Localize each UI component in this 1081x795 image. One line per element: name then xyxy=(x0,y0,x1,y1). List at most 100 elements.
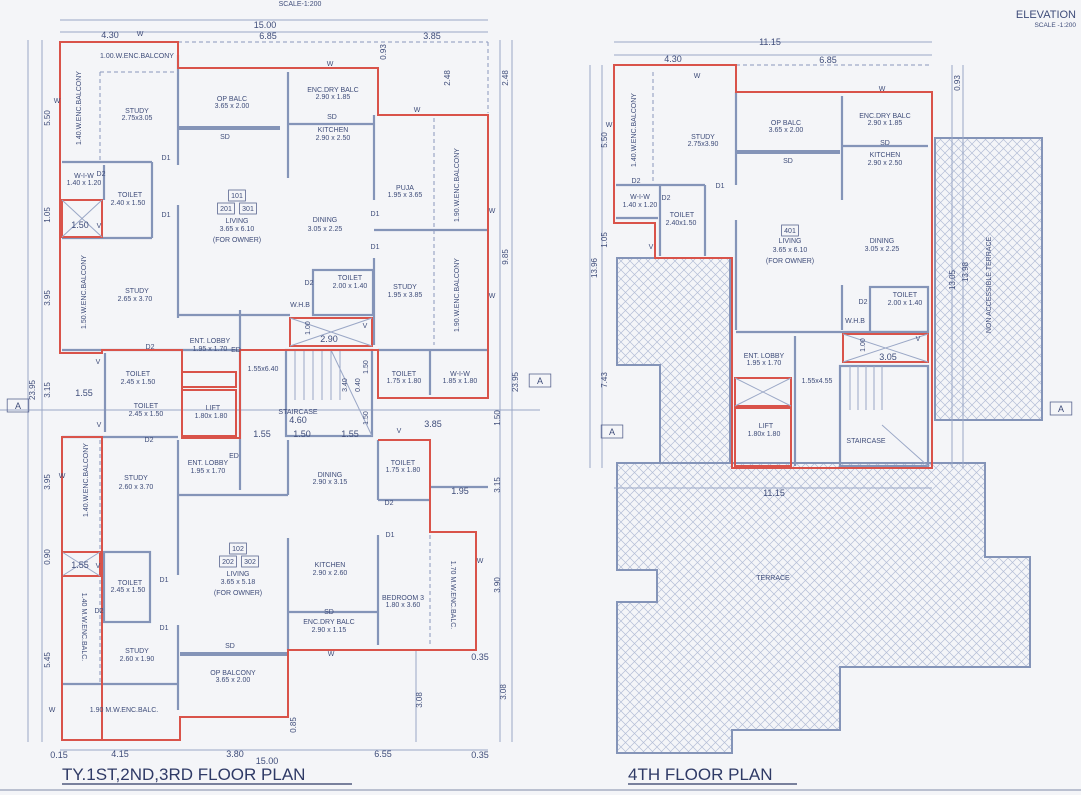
plan-label: 2.40x1.50 xyxy=(666,220,697,227)
plan-label: 2.90 xyxy=(320,334,338,344)
walls xyxy=(616,72,930,468)
plan-label: W xyxy=(328,651,335,658)
plan-label: LIFT xyxy=(759,423,774,430)
unit-number-tag: A xyxy=(15,401,21,411)
plan-label: 4.15 xyxy=(111,749,129,759)
plan-label: 1.90.W.ENC.BALCONY xyxy=(454,258,461,332)
plan-label: 1.40 M.W.ENC.BALC. xyxy=(80,593,87,662)
plan-label: SD xyxy=(783,158,793,165)
tag-box xyxy=(228,189,246,202)
plan-label: DINING xyxy=(870,238,895,245)
plan-label: DINING xyxy=(318,472,343,479)
plan-label: 1.50 xyxy=(363,411,370,425)
plan-label: 2.45 x 1.50 xyxy=(111,587,146,594)
plan-label: 1.40 x 1.20 xyxy=(623,202,658,209)
plan-label: 1.95 x 3.65 xyxy=(388,192,423,199)
plan-label: 2.75x3.05 xyxy=(122,115,153,122)
plan-label: 13.98 xyxy=(961,261,970,282)
plan-label: 1.50 xyxy=(493,410,502,426)
tag-box xyxy=(1049,401,1073,416)
tag-box xyxy=(781,224,799,237)
plan-label: SD xyxy=(324,609,334,616)
plan-label: DINING xyxy=(313,217,338,224)
plan-label: 3.90 xyxy=(493,577,502,593)
plan-label: TOILET xyxy=(893,292,918,299)
plan-label: D1 xyxy=(162,155,171,162)
plan-label: D2 xyxy=(145,437,154,444)
plan-label: 1.95 x 1.70 xyxy=(191,468,226,475)
plan-label: V xyxy=(97,223,102,230)
plan-label: D2 xyxy=(95,608,104,615)
plan-label: W xyxy=(477,558,484,565)
plan-label: KITCHEN xyxy=(318,127,349,134)
plan-label: 1.80x 1.80 xyxy=(195,413,228,420)
plan-label: STUDY xyxy=(393,284,417,291)
plan-label: 6.85 xyxy=(819,55,837,65)
plan-label: V xyxy=(397,428,402,435)
plan-label: 3.40 xyxy=(342,378,349,392)
unit-number-tag: A xyxy=(537,376,543,386)
plan-label: 1.70 M.W.ENC.BALC. xyxy=(449,561,456,630)
plan-label: 3.95 xyxy=(43,474,52,490)
plan-label: 13.96 xyxy=(590,257,599,278)
plan-label: (FOR OWNER) xyxy=(766,258,814,265)
elevation-scale: SCALE -1:200 xyxy=(1034,22,1076,29)
plan-label: 3.65 x 2.00 xyxy=(216,677,251,684)
plan-label: D2 xyxy=(385,500,394,507)
plan-label: TOILET xyxy=(391,460,416,467)
plan-label: 1.55 xyxy=(71,560,89,570)
plan-label: 2.60 x 3.70 xyxy=(119,484,154,491)
plan-label: 1.55 xyxy=(341,429,359,439)
plan-label: ENC.DRY BALC xyxy=(307,87,358,94)
plan-label: STUDY xyxy=(125,288,149,295)
plan-label: 15.00 xyxy=(256,756,279,766)
plan-label: 3.65 x 6.10 xyxy=(773,247,808,254)
plan-label: 11.15 xyxy=(763,488,785,498)
plan-label: ENC.DRY BALC xyxy=(859,113,910,120)
plan-label: 3.05 x 2.25 xyxy=(308,226,343,233)
plan-label: 3.08 xyxy=(415,692,424,708)
plan-label: LIVING xyxy=(227,571,250,578)
dimension-lines xyxy=(0,19,540,751)
plan-label: 1.95 x 1.70 xyxy=(747,360,782,367)
plan-label: 1.95 xyxy=(451,486,469,496)
plan-label: D1 xyxy=(371,211,380,218)
plan-label: 1.40.W.ENC.BALCONY xyxy=(76,71,83,145)
plan-label: STUDY xyxy=(125,648,149,655)
plan-label: 2.90 x 1.85 xyxy=(868,120,903,127)
plan-label: 1.40 x 1.20 xyxy=(67,180,102,187)
plan-label: 2.00 x 1.40 xyxy=(333,283,368,290)
terrace-hatch xyxy=(616,462,1031,754)
plan-label: W xyxy=(489,293,496,300)
plan-label: ENT. LOBBY xyxy=(744,353,785,360)
plan-label: 1.80 x 3.60 xyxy=(386,602,421,609)
plan-label: ENT. LOBBY xyxy=(188,460,229,467)
tag-box xyxy=(241,555,259,568)
plan-label: D1 xyxy=(162,212,171,219)
plan-label: 1.00 xyxy=(305,321,312,335)
plan-label: D1 xyxy=(160,625,169,632)
plan-label: 7.43 xyxy=(600,372,609,388)
plan-label: 1.55x4.55 xyxy=(802,378,833,385)
unit-outline-upper xyxy=(59,41,489,439)
dimension-lines xyxy=(589,41,964,489)
plan-label: 3.85 xyxy=(424,419,442,429)
right-plan-title: 4TH FLOOR PLAN xyxy=(628,765,773,784)
plan-label: 0.93 xyxy=(953,75,962,91)
plan-label: W.H.B xyxy=(845,318,865,325)
plan-label: 1.75 x 1.80 xyxy=(386,467,421,474)
plan-label: 1.05 xyxy=(43,207,52,223)
plan-label: 3.65 x 2.00 xyxy=(215,103,250,110)
plan-label: D2 xyxy=(662,195,671,202)
plan-label: 3.65 x 6.10 xyxy=(220,226,255,233)
plan-label: V xyxy=(649,244,654,251)
plan-label: KITCHEN xyxy=(315,562,346,569)
unit-outline-4th xyxy=(613,64,933,469)
plan-label: W xyxy=(327,61,334,68)
plan-label: 0.35 xyxy=(471,750,489,760)
plan-label: 1.55x6.40 xyxy=(248,366,279,373)
tag-box xyxy=(229,542,247,555)
plan-label: TOILET xyxy=(392,371,417,378)
